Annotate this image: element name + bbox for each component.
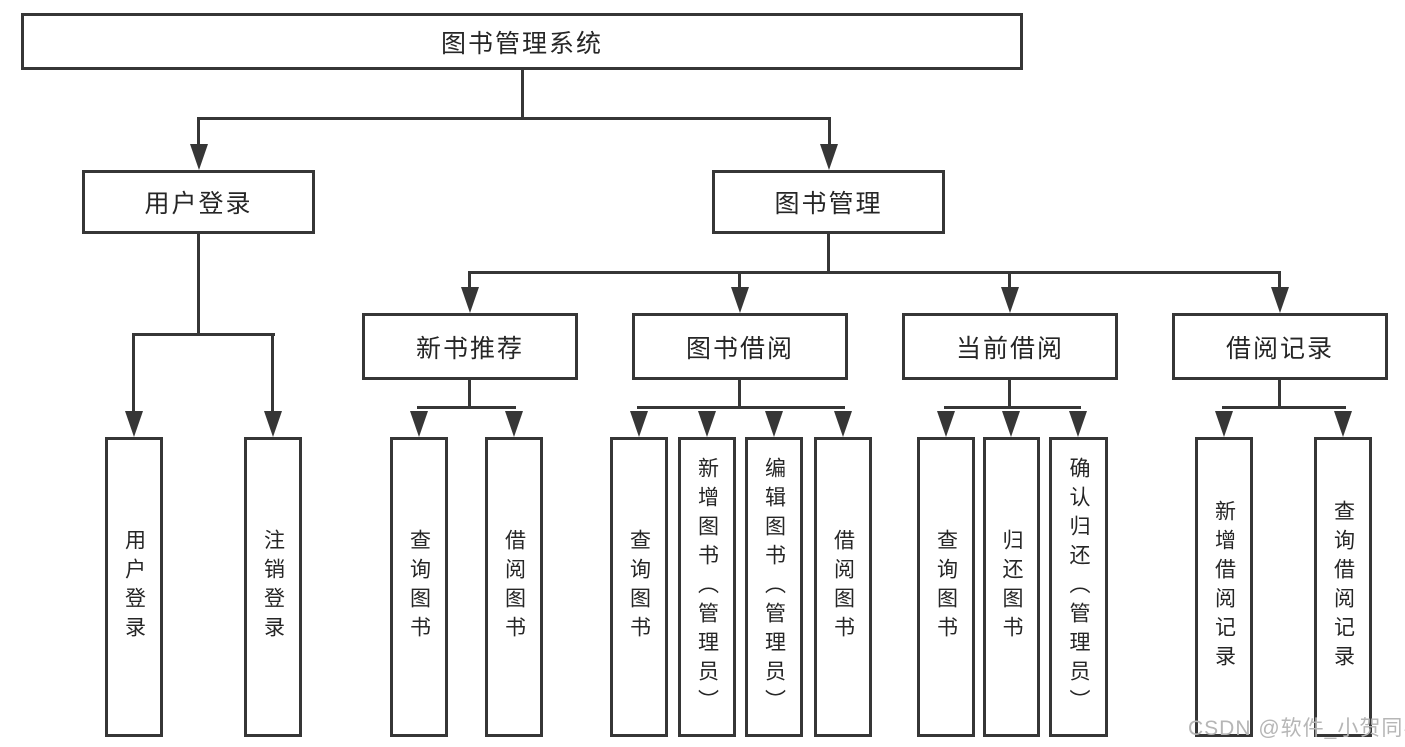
arrow-down-icon bbox=[698, 411, 716, 437]
arrow-down-icon bbox=[264, 411, 282, 437]
arrow-down-icon bbox=[505, 411, 523, 437]
node-leaf-current-query: 查询图书 bbox=[917, 437, 975, 737]
arrow-down-icon bbox=[190, 144, 208, 170]
leaf-label: 查询图书 bbox=[407, 529, 431, 645]
connector-userlogin-drop-1 bbox=[132, 333, 135, 415]
arrow-down-icon bbox=[125, 411, 143, 437]
node-leaf-newbook-borrow: 借阅图书 bbox=[485, 437, 543, 737]
arrow-down-icon bbox=[1001, 287, 1019, 313]
arrow-down-icon bbox=[765, 411, 783, 437]
node-leaf-borrow-borrow: 借阅图书 bbox=[814, 437, 872, 737]
connector-bookmgmt-drop-3 bbox=[1008, 271, 1011, 290]
leaf-label: 归还图书 bbox=[1000, 529, 1023, 645]
connector-userlogin-bar bbox=[132, 333, 275, 336]
node-borrow-records: 借阅记录 bbox=[1172, 313, 1388, 380]
connector-userlogin-stem bbox=[197, 233, 200, 336]
node-current-borrow: 当前借阅 bbox=[902, 313, 1118, 380]
arrow-down-icon bbox=[1334, 411, 1352, 437]
leaf-label: 注销登录 bbox=[261, 529, 285, 645]
arrow-down-icon bbox=[1002, 411, 1020, 437]
connector-borrowrecords-bar bbox=[1222, 406, 1346, 409]
node-leaf-logout: 注销登录 bbox=[244, 437, 302, 737]
node-leaf-record-query: 查询借阅记录 bbox=[1314, 437, 1372, 737]
connector-root-stem bbox=[521, 69, 524, 119]
node-leaf-record-add: 新增借阅记录 bbox=[1195, 437, 1253, 737]
connector-bookmgmt-drop-2 bbox=[738, 271, 741, 290]
connector-bookmgmt-drop-4 bbox=[1278, 271, 1281, 290]
node-new-book-recommend: 新书推荐 bbox=[362, 313, 578, 380]
arrow-down-icon bbox=[630, 411, 648, 437]
connector-root-drop-right bbox=[828, 117, 831, 147]
leaf-label: 借阅图书 bbox=[502, 529, 526, 645]
connector-root-bar bbox=[197, 117, 831, 120]
node-leaf-borrow-edit: 编辑图书（管理员） bbox=[745, 437, 803, 737]
leaf-label: 新增图书（管理员） bbox=[695, 456, 719, 718]
node-leaf-borrow-query: 查询图书 bbox=[610, 437, 668, 737]
arrow-down-icon bbox=[834, 411, 852, 437]
arrow-down-icon bbox=[461, 287, 479, 313]
arrow-down-icon bbox=[820, 144, 838, 170]
node-leaf-newbook-query: 查询图书 bbox=[390, 437, 448, 737]
leaf-label: 确认归还（管理员） bbox=[1067, 456, 1090, 718]
leaf-label: 查询借阅记录 bbox=[1331, 500, 1355, 674]
leaf-label: 新增借阅记录 bbox=[1212, 500, 1236, 674]
arrow-down-icon bbox=[1271, 287, 1289, 313]
node-leaf-borrow-add: 新增图书（管理员） bbox=[678, 437, 736, 737]
node-book-management: 图书管理 bbox=[712, 170, 945, 234]
connector-bookmgmt-bar bbox=[468, 271, 1281, 274]
connector-userlogin-drop-2 bbox=[271, 333, 274, 415]
connector-bookmgmt-drop-1 bbox=[468, 271, 471, 290]
connector-currentborrow-bar bbox=[944, 406, 1081, 409]
connector-newbook-bar bbox=[417, 406, 516, 409]
node-leaf-current-return: 归还图书 bbox=[983, 437, 1040, 737]
leaf-label: 查询图书 bbox=[627, 529, 651, 645]
leaf-label: 借阅图书 bbox=[831, 529, 855, 645]
arrow-down-icon bbox=[1215, 411, 1233, 437]
node-user-login: 用户登录 bbox=[82, 170, 315, 234]
connector-root-drop-left bbox=[197, 117, 200, 147]
leaf-label: 用户登录 bbox=[122, 529, 146, 645]
node-leaf-current-confirm: 确认归还（管理员） bbox=[1049, 437, 1108, 737]
arrow-down-icon bbox=[1069, 411, 1087, 437]
leaf-label: 编辑图书（管理员） bbox=[762, 456, 786, 718]
csdn-watermark: CSDN @软件_小贺同学 bbox=[1188, 717, 1405, 740]
leaf-label: 查询图书 bbox=[934, 529, 958, 645]
arrow-down-icon bbox=[731, 287, 749, 313]
connector-currentborrow-stem bbox=[1008, 379, 1011, 408]
connector-borrowrecords-stem bbox=[1278, 379, 1281, 408]
arrow-down-icon bbox=[937, 411, 955, 437]
node-leaf-user-login: 用户登录 bbox=[105, 437, 163, 737]
node-root: 图书管理系统 bbox=[21, 13, 1023, 70]
node-book-borrow: 图书借阅 bbox=[632, 313, 848, 380]
connector-bookmgmt-stem bbox=[827, 233, 830, 273]
arrow-down-icon bbox=[410, 411, 428, 437]
connector-newbook-stem bbox=[468, 379, 471, 408]
connector-bookborrow-stem bbox=[738, 379, 741, 408]
connector-bookborrow-bar bbox=[637, 406, 845, 409]
